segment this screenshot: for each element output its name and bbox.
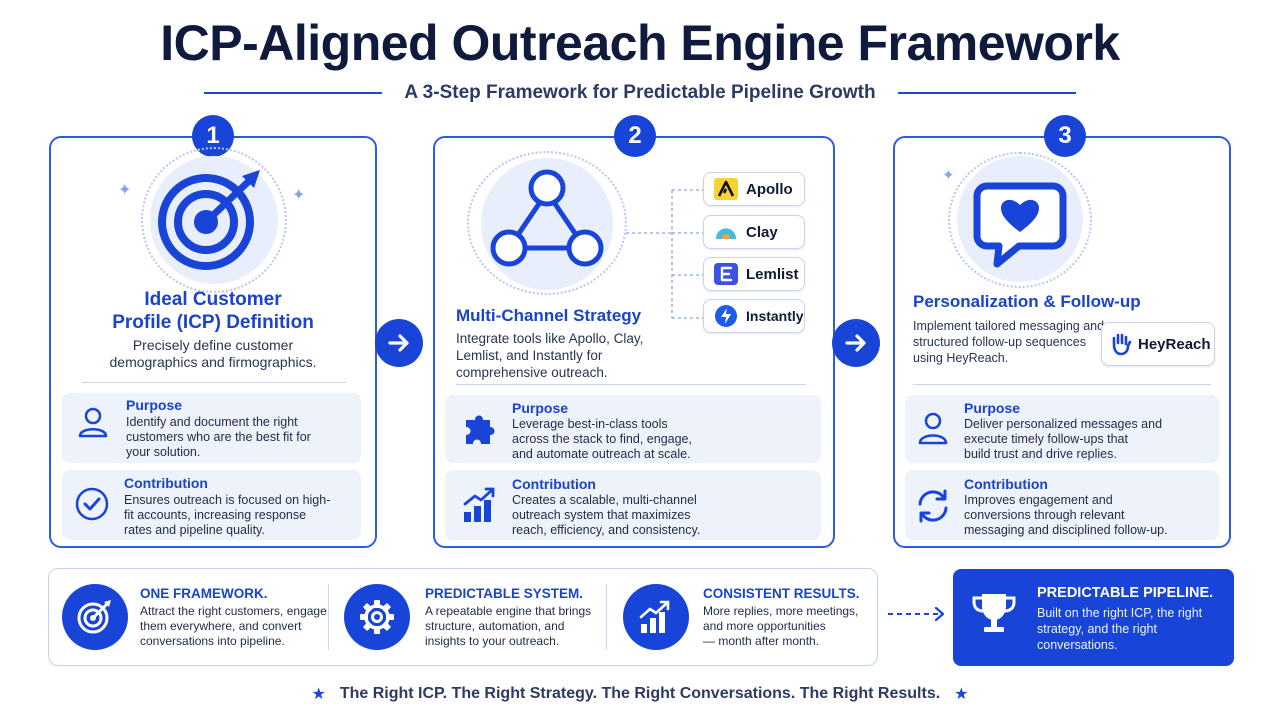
tool-label-clay: Clay	[746, 223, 778, 241]
summary-panel	[48, 568, 878, 666]
contribution-body-1: Ensures outreach is focused on high- fit…	[124, 493, 331, 537]
icon-halo-ring-2	[467, 151, 627, 295]
summary-icon-2	[344, 584, 410, 650]
contribution-body-2: Creates a scalable, multi-channel outrea…	[512, 493, 701, 537]
tool-badge-heyreach: HeyReach	[1101, 322, 1215, 366]
next-step-arrow-2	[832, 319, 880, 367]
refresh-icon	[918, 489, 948, 523]
step-desc-2: Integrate tools like Apollo, Clay, Lemli…	[456, 331, 644, 380]
user-icon	[918, 412, 948, 445]
sparkle-icon: ✦	[942, 167, 955, 184]
summary-title-1: ONE FRAMEWORK.	[140, 586, 268, 601]
summary-icon-1	[62, 584, 128, 650]
apollo-logo-icon	[714, 178, 738, 200]
purpose-panel-2	[445, 395, 821, 463]
star-icon: ★	[311, 686, 326, 703]
step-title-3: Personalization & Follow-up	[913, 292, 1141, 311]
step-badge-2: 2	[614, 115, 656, 157]
check-circle-icon	[75, 487, 109, 521]
tool-badge-lemlist: Lemlist	[703, 257, 805, 291]
tool-label-instantly: Instantly	[746, 308, 804, 324]
contribution-body-3: Improves engagement and conversions thro…	[964, 493, 1168, 537]
tool-label-heyreach: HeyReach	[1138, 335, 1211, 353]
contribution-title-2: Contribution	[512, 476, 596, 492]
contribution-panel-3	[905, 470, 1219, 540]
star-icon: ★	[954, 686, 969, 703]
footer-tagline: ★ The Right ICP. The Right Strategy. The…	[0, 684, 1280, 704]
target-icon	[158, 170, 260, 270]
highlight-body: Built on the right ICP, the right strate…	[1037, 606, 1203, 652]
icon-halo-ring-3	[948, 152, 1092, 288]
growth-chart-icon	[463, 487, 495, 522]
puzzle-icon	[466, 415, 495, 444]
page-subtitle: A 3-Step Framework for Predictable Pipel…	[404, 82, 876, 103]
tool-badge-instantly: Instantly	[703, 299, 805, 333]
summary-body-1: Attract the right customers, engage them…	[140, 604, 327, 648]
growth-chart-icon	[639, 600, 670, 633]
clay-logo-icon	[716, 228, 736, 239]
instantly-logo-icon	[715, 305, 737, 327]
target-icon	[77, 600, 111, 634]
highlight-title: PREDICTABLE PIPELINE.	[1037, 585, 1214, 601]
dashed-arrow-icon	[888, 606, 945, 622]
purpose-title-3: Purpose	[964, 400, 1021, 416]
contribution-panel-2	[445, 470, 821, 540]
step-divider-3	[913, 384, 1211, 385]
subtitle-row: A 3-Step Framework for Predictable Pipel…	[0, 82, 1280, 104]
summary-divider-1	[328, 584, 329, 650]
summary-body-2: A repeatable engine that brings structur…	[425, 604, 592, 648]
step-badge-3: 3	[1044, 115, 1086, 157]
summary-icon-3	[623, 584, 689, 650]
icon-halo-ring-1	[141, 147, 287, 293]
next-step-arrow-1	[375, 319, 423, 367]
step-desc-3: Implement tailored messaging and structu…	[913, 319, 1105, 365]
purpose-panel-1	[62, 393, 361, 463]
summary-body-3: More replies, more meetings, and more op…	[703, 604, 859, 648]
contribution-title-1: Contribution	[124, 475, 208, 491]
step-title-2: Multi-Channel Strategy	[456, 306, 642, 325]
sparkle-icon: ✦	[292, 187, 306, 204]
purpose-panel-3	[905, 395, 1219, 463]
trophy-icon	[972, 594, 1016, 632]
gear-icon	[360, 600, 394, 634]
step-desc-1: Precisely define customer demographics a…	[109, 337, 317, 370]
footer-text: The Right ICP. The Right Strategy. The R…	[339, 685, 941, 702]
step-divider-1	[82, 382, 346, 383]
arrow-right-icon	[845, 334, 866, 352]
purpose-title-2: Purpose	[512, 400, 569, 416]
purpose-body-2: Leverage best-in-class tools across the …	[512, 417, 692, 461]
step-divider-2	[456, 384, 806, 385]
summary-title-2: PREDICTABLE SYSTEM.	[425, 586, 584, 601]
tool-badge-apollo: Apollo	[703, 172, 805, 206]
heyreach-hand-icon	[1112, 333, 1132, 356]
user-icon	[78, 407, 108, 438]
lemlist-logo-icon	[714, 263, 738, 285]
contribution-panel-1	[62, 470, 361, 540]
subtitle-line-right	[897, 92, 1076, 94]
tool-badge-clay: Clay	[703, 215, 805, 249]
purpose-body-1: Identify and document the right customer…	[126, 415, 311, 459]
subtitle-line-left	[204, 92, 383, 94]
purpose-body-3: Deliver personalized messages and execut…	[964, 417, 1163, 461]
contribution-title-3: Contribution	[964, 476, 1048, 492]
summary-title-3: CONSISTENT RESULTS.	[703, 586, 860, 601]
page-title: ICP-Aligned Outreach Engine Framework	[160, 15, 1120, 71]
tool-label-lemlist: Lemlist	[746, 265, 799, 283]
purpose-title-1: Purpose	[126, 397, 183, 413]
step-title-1: Ideal Customer Profile (ICP) Definition	[112, 289, 314, 333]
chat-heart-icon	[973, 182, 1067, 268]
arrow-right-icon	[388, 334, 409, 352]
summary-divider-2	[606, 584, 607, 650]
network-triangle-icon	[490, 169, 604, 267]
tool-label-apollo: Apollo	[746, 180, 793, 198]
sparkle-icon: ✦	[118, 182, 132, 199]
